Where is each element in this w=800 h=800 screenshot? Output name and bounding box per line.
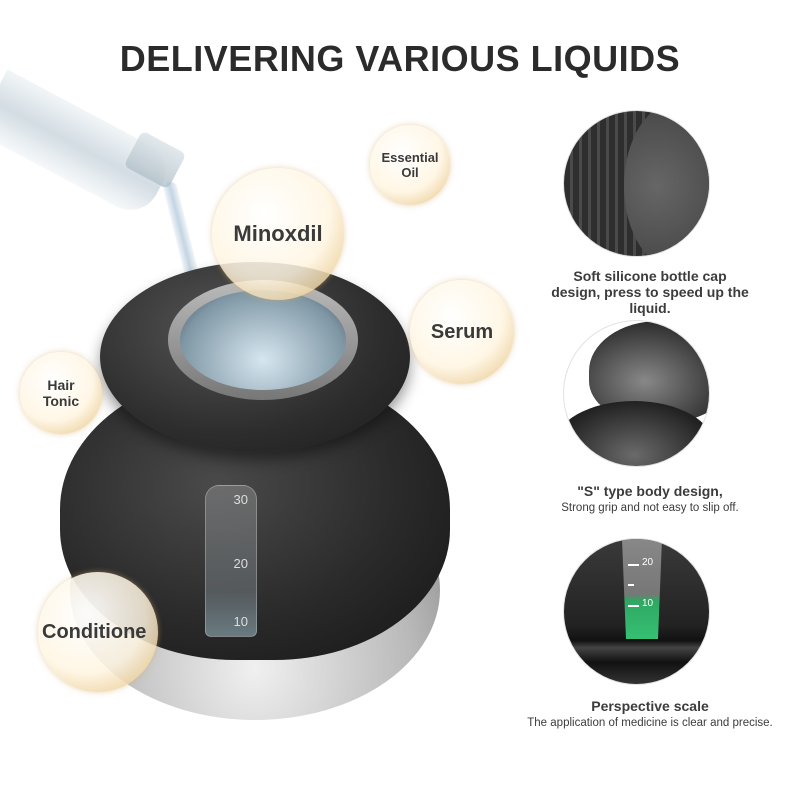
- scale-mark: 10: [642, 598, 654, 609]
- scale-mark: 20: [233, 556, 248, 571]
- bubble-essential-oil: Essential Oil: [370, 125, 450, 205]
- feature-s-body-sub: Strong grip and not easy to slip off.: [561, 502, 739, 514]
- cap-detail-image: [563, 110, 710, 257]
- headline: DELIVERING VARIOUS LIQUIDS: [119, 38, 681, 79]
- scale-detail-window: 20 10: [622, 539, 662, 639]
- bubble-hair-tonic: Hair Tonic: [20, 352, 102, 434]
- s-body-detail-image: [563, 320, 710, 467]
- scale-mark: 30: [233, 492, 248, 507]
- bubble-conditioner: Conditione: [38, 572, 158, 692]
- feature-scale-sub: The application of medicine is clear and…: [527, 717, 773, 729]
- cap-opening: [180, 290, 346, 390]
- bubble-minoxidil: Minoxdil: [212, 168, 344, 300]
- scale-detail-image: 20 10: [563, 538, 710, 685]
- scale-mark: 10: [233, 614, 248, 629]
- bubble-serum: Serum: [410, 280, 514, 384]
- product-scale-window: 30 20 10: [205, 485, 257, 637]
- scale-mark: 20: [642, 557, 654, 568]
- feature-scale-heading: Perspective scale: [591, 698, 709, 714]
- feature-s-body-heading: "S" type body design,: [577, 483, 723, 499]
- feature-cap-heading: Soft silicone bottle cap design, press t…: [551, 268, 749, 316]
